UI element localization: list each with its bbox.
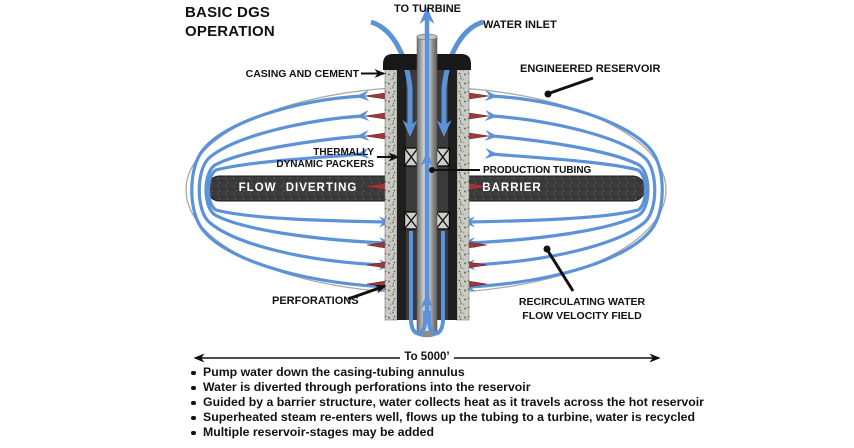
- label-thermally-dynamic-packers: THERMALLY DYNAMIC PACKERS: [254, 147, 374, 171]
- tubing-mid-arrowhead: [420, 152, 434, 166]
- label-recirculating-water: RECIRCULATING WATER FLOW VELOCITY FIELD: [516, 296, 648, 323]
- packers-label-line1: THERMALLY: [313, 147, 374, 158]
- list-item: Multiple reservoir-stages may be added: [188, 425, 704, 440]
- list-item: Superheated steam re-enters well, flows …: [188, 410, 704, 425]
- label-depth: To 5000’: [404, 351, 450, 363]
- label-engineered-reservoir: ENGINEERED RESERVOIR: [520, 63, 661, 75]
- recirc-label-line1: RECIRCULATING WATER: [518, 296, 646, 308]
- recirculation-streamlines: [190, 90, 392, 293]
- leader-lines: [347, 69, 594, 301]
- label-water-inlet: WATER INLET: [483, 19, 557, 31]
- cement-column: [384, 56, 398, 321]
- recirc-leader-dot: [543, 245, 551, 253]
- label-to-turbine: TO TURBINE: [394, 3, 462, 15]
- label-production-tubing: PRODUCTION TUBING: [483, 165, 592, 176]
- packers-label-line2: DYNAMIC PACKERS: [276, 159, 374, 170]
- casing-column: [397, 57, 406, 320]
- label-perforations: PERFORATIONS: [272, 295, 359, 307]
- label-barrier: BARRIER: [482, 182, 542, 194]
- list-item: Water is diverted through perforations i…: [188, 380, 704, 395]
- label-casing-and-cement: CASING AND CEMENT: [245, 68, 359, 80]
- reservoir-leader-dot: [544, 90, 552, 98]
- list-item: Guided by a barrier structure, water col…: [188, 395, 704, 410]
- operation-steps-list: Pump water down the casing-tubing annulu…: [188, 365, 704, 440]
- list-item: Pump water down the casing-tubing annulu…: [188, 365, 704, 380]
- perforations-leader: [347, 284, 387, 301]
- reservoir-leader: [549, 76, 594, 95]
- title-line2: OPERATION: [185, 23, 275, 40]
- water-inlet-arrow: [370, 19, 418, 137]
- recirc-leader: [546, 250, 575, 292]
- diagram-title: BASIC DGS OPERATION: [185, 3, 275, 41]
- title-line1: BASIC DGS: [185, 4, 271, 21]
- annulus: [406, 57, 417, 320]
- tubing-leader-dot: [429, 167, 435, 173]
- bottom-u-turn-flow: [409, 300, 427, 336]
- label-flow-diverting: FLOW DIVERTING: [238, 182, 358, 194]
- recirc-label-line2: FLOW VELOCITY FIELD: [522, 309, 642, 322]
- flow-field-left-half: [190, 19, 419, 321]
- tubing-lower-arrowhead: [420, 294, 434, 308]
